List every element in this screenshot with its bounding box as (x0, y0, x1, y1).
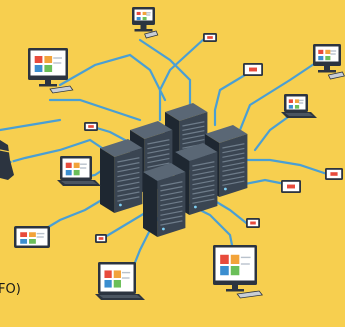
server-rack-icon (100, 139, 143, 213)
wire (158, 36, 207, 122)
wire (213, 70, 252, 127)
wire (58, 53, 167, 102)
wire (243, 158, 332, 177)
caption-partial-text: FO) (0, 282, 21, 297)
wire (253, 110, 297, 152)
server-rack-icon (143, 163, 186, 237)
laptop-icon (281, 94, 317, 118)
smartphone-icon (281, 180, 301, 193)
smartphone-icon (325, 168, 343, 180)
desktop-monitor-icon (132, 7, 159, 39)
wire (238, 58, 322, 132)
smartphone-icon (243, 63, 263, 76)
wire (138, 38, 192, 112)
wire (48, 98, 142, 122)
devices (14, 7, 345, 300)
smartphone-icon (95, 234, 107, 243)
wire (0, 118, 62, 132)
desktop-monitor-icon (313, 44, 345, 80)
laptop-icon (95, 262, 145, 300)
desktop-monitor-icon (213, 245, 264, 299)
smartphone-icon (246, 218, 260, 228)
smartphone-icon (84, 122, 98, 131)
person-icon (0, 140, 14, 180)
smartphone-icon (203, 33, 217, 42)
tablet-icon (14, 226, 50, 248)
wire (0, 138, 107, 167)
laptop-icon (57, 156, 101, 186)
server-rack-cluster (100, 103, 248, 237)
wire (98, 208, 152, 242)
desktop-monitor-icon (28, 48, 74, 94)
